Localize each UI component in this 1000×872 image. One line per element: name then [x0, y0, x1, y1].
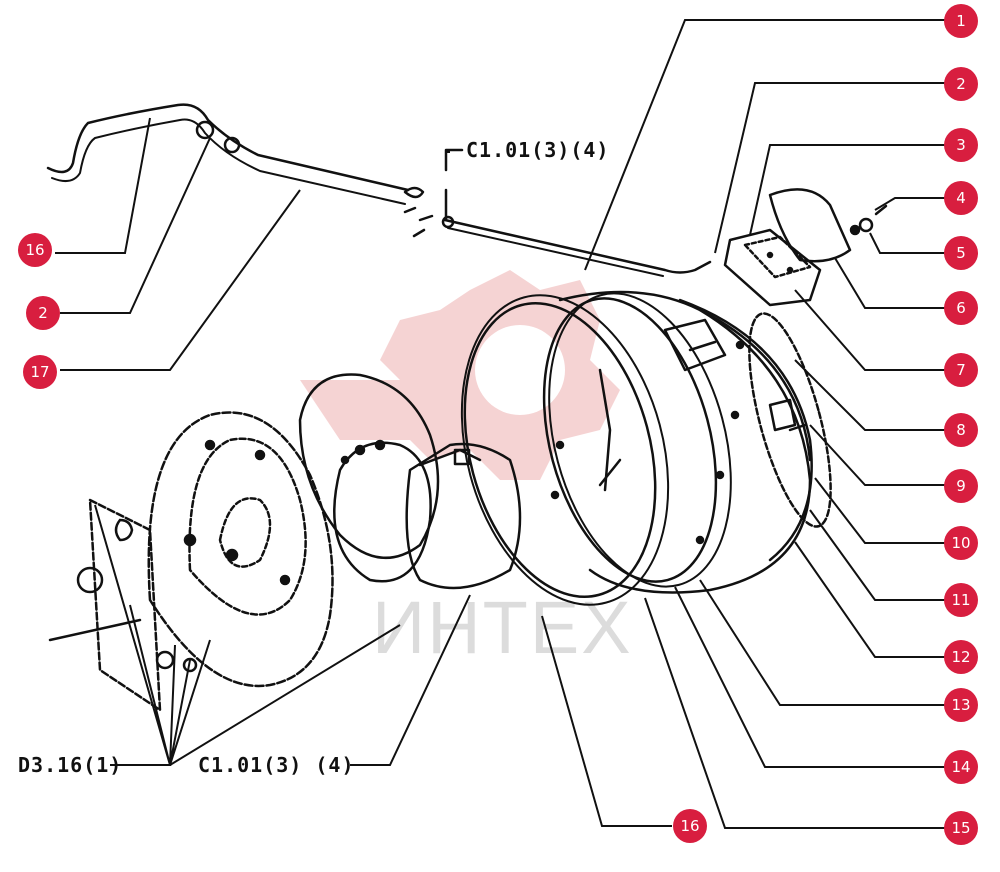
flange-plate — [147, 411, 334, 688]
callout-2-left: 2 — [26, 296, 60, 330]
pipe-upper — [46, 103, 410, 192]
motor-cup — [333, 441, 432, 583]
callout-12: 12 — [944, 640, 978, 674]
callout-2: 2 — [944, 67, 978, 101]
callout-1: 1 — [944, 4, 978, 38]
drawing-lines — [46, 103, 888, 712]
front-disc — [298, 373, 440, 560]
watermark-text: ИНТЕХ — [372, 586, 633, 669]
callout-10: 10 — [944, 526, 978, 560]
callout-8: 8 — [944, 413, 978, 447]
callout-4: 4 — [944, 181, 978, 215]
callout-16-left: 16 — [18, 233, 52, 267]
ref-label-bottom-center: C1.01(3) (4) — [198, 753, 355, 777]
cover-plate — [768, 188, 852, 263]
callout-16-bottom: 16 — [673, 809, 707, 843]
callout-14: 14 — [944, 750, 978, 784]
pipe-lower — [443, 218, 712, 274]
bearing-block — [405, 442, 522, 590]
callout-3: 3 — [944, 128, 978, 162]
drum-ring-front — [463, 302, 657, 598]
callout-9: 9 — [944, 469, 978, 503]
callout-11: 11 — [944, 583, 978, 617]
callout-13: 13 — [944, 688, 978, 722]
drum-ring-middle — [542, 297, 718, 583]
heater-plate — [723, 228, 822, 307]
ref-label-bottom-left: D3.16(1) — [18, 753, 123, 777]
callout-6: 6 — [944, 291, 978, 325]
leader-lines — [55, 19, 945, 829]
ref-label-top: C1.01(3)(4) — [466, 138, 610, 162]
callout-5: 5 — [944, 236, 978, 270]
callout-15: 15 — [944, 811, 978, 845]
callout-7: 7 — [944, 353, 978, 387]
watermark-gear-icon — [300, 270, 620, 480]
callout-17: 17 — [23, 355, 57, 389]
mounting-bracket — [88, 498, 162, 712]
